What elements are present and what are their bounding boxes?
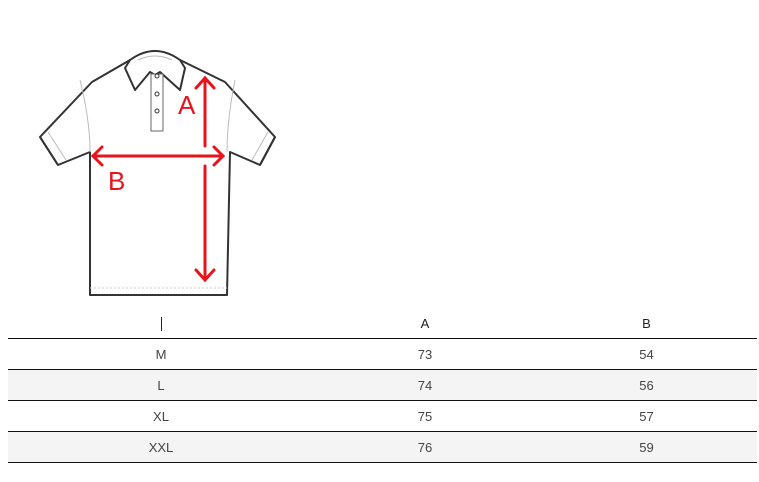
header-a: A <box>314 308 536 339</box>
cell-size: M <box>8 338 314 370</box>
polo-shirt-size-diagram: A B <box>39 50 276 296</box>
table-row: XL 75 57 <box>8 400 757 432</box>
cell-a: 75 <box>314 400 536 432</box>
cell-size: XXL <box>8 431 314 463</box>
cell-a: 74 <box>314 369 536 401</box>
table-row: XXL 76 59 <box>8 431 757 463</box>
cell-b: 54 <box>536 338 757 370</box>
cell-size: XL <box>8 400 314 432</box>
cell-size: L <box>8 369 314 401</box>
cell-b: 56 <box>536 369 757 401</box>
size-chart-table: A B M 73 54 L 74 56 XL 75 57 XXL 76 59 <box>8 308 757 463</box>
header-b: B <box>536 308 757 339</box>
cell-b: 59 <box>536 431 757 463</box>
table-row: M 73 54 <box>8 338 757 370</box>
cell-a: 73 <box>314 338 536 370</box>
label-a: A <box>178 90 196 120</box>
cell-a: 76 <box>314 431 536 463</box>
cell-b: 57 <box>536 400 757 432</box>
table-header-row: A B <box>8 308 757 339</box>
label-b: B <box>108 166 125 196</box>
text-cursor <box>160 316 162 331</box>
table-row: L 74 56 <box>8 369 757 401</box>
header-size <box>8 308 314 339</box>
